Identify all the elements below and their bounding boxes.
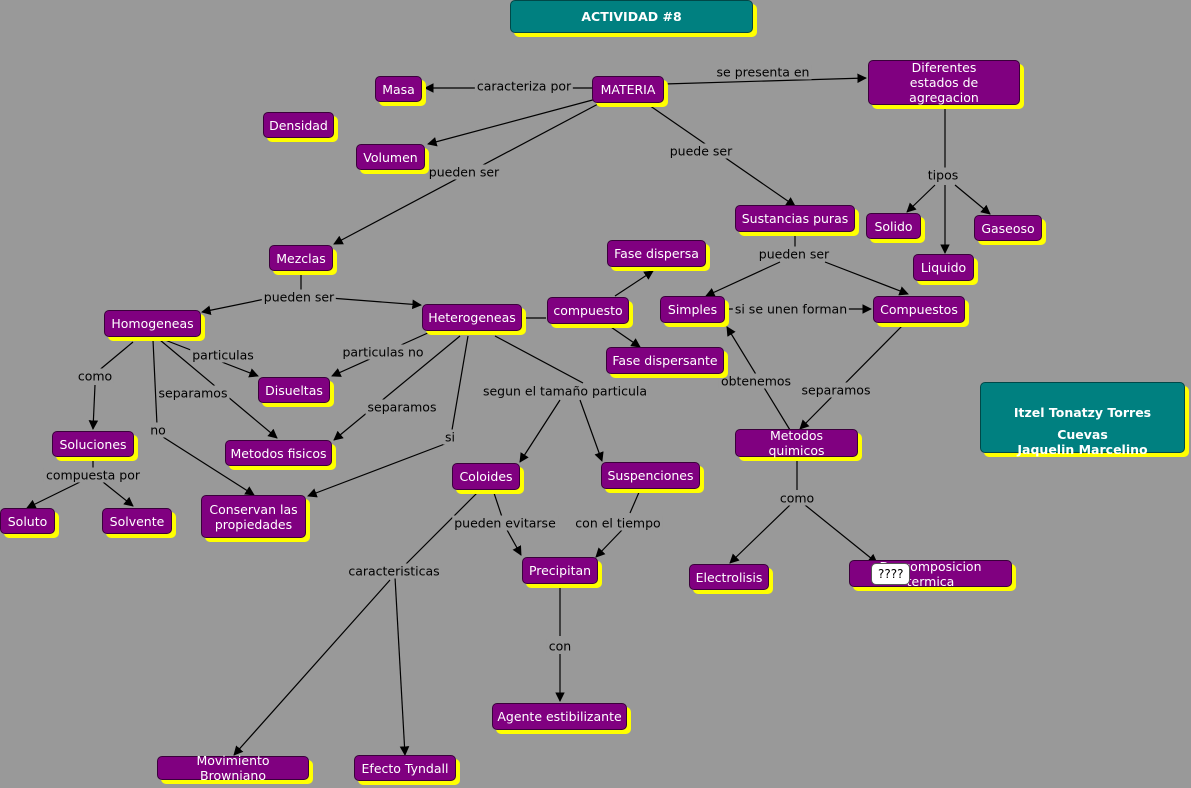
concept-estados-de-agregacion[interactable]: Diferentes estados de agregacion (868, 60, 1020, 105)
concept-precipitan[interactable]: Precipitan (522, 557, 598, 584)
concept-disueltas[interactable]: Disueltas (258, 377, 330, 403)
link-label-pueden-evitarse: pueden evitarse (452, 515, 558, 531)
link-label-como-quimicos: como (777, 490, 817, 506)
link-label-separamos-heterogeneas: separamos (365, 399, 439, 415)
concept-solvente[interactable]: Solvente (102, 508, 172, 534)
link-label-no: no (148, 422, 168, 438)
author-2: Jaquelin Marcelino (1017, 442, 1148, 457)
link-label-como: como (75, 368, 115, 384)
link-label-obtenemos: obtenemos (718, 373, 794, 389)
concept-suspenciones[interactable]: Suspenciones (601, 462, 700, 489)
concept-sustancias-puras[interactable]: Sustancias puras (735, 205, 855, 232)
concept-materia[interactable]: MATERIA (592, 76, 664, 103)
concept-fase-dispersa[interactable]: Fase dispersa (607, 240, 706, 267)
concept-metodos-quimicos[interactable]: Metodos quimicos (735, 428, 858, 458)
concept-heterogeneas[interactable]: Heterogeneas (422, 304, 522, 331)
concept-mezclas[interactable]: Mezclas (269, 245, 333, 271)
concept-conservan-las-propiedades[interactable]: Conservan las propiedades (201, 495, 306, 538)
concept-metodos-fisicos[interactable]: Metodos fisicos (225, 440, 332, 466)
link-label-puede-ser: puede ser (667, 143, 735, 159)
page-title: ACTIVIDAD #8 (510, 0, 753, 33)
link-label-caracteristicas: caracteristicas (346, 563, 442, 579)
link-label-tipos: tipos (925, 167, 961, 183)
authors-box: Itzel Tonatzy Torres Cuevas Jaquelin Mar… (980, 382, 1185, 457)
link-label-se-presenta-en: se presenta en (714, 64, 812, 80)
link-label-si-se-unen-forman: si se unen forman (732, 301, 850, 317)
concept-solido[interactable]: Solido (866, 213, 921, 239)
concept-soluto[interactable]: Soluto (0, 508, 55, 534)
concept-movimiento-browniano[interactable]: Movimiento Browniano (157, 753, 309, 783)
link-label-caracteriza-por: caracteriza por (474, 78, 574, 94)
concept-efecto-tyndall[interactable]: Efecto Tyndall (354, 755, 456, 781)
link-label-pueden-ser-sustancias: pueden ser (756, 246, 832, 262)
link-label-si: si (443, 429, 457, 445)
link-label-pueden-ser-mezclas: pueden ser (261, 289, 337, 305)
concept-simples[interactable]: Simples (660, 296, 725, 323)
annotation-tooltip[interactable]: ???? (871, 563, 911, 585)
concept-compuesto[interactable]: compuesto (547, 297, 629, 324)
concept-electrolisis[interactable]: Electrolisis (689, 564, 769, 590)
link-label-particulas: particulas (190, 347, 256, 363)
link-label-particulas-no: particulas no (340, 344, 426, 360)
link-label-segun-el-tamano: segun el tamaño particula (480, 383, 650, 399)
author-1: Itzel Tonatzy Torres Cuevas (1013, 405, 1152, 442)
concept-agente-estibilizante[interactable]: Agente estibilizante (492, 703, 627, 730)
concept-homogeneas[interactable]: Homogeneas (104, 310, 201, 337)
concept-gaseoso[interactable]: Gaseoso (974, 215, 1042, 241)
link-label-con: con (546, 638, 574, 654)
concept-soluciones[interactable]: Soluciones (52, 431, 134, 457)
concept-liquido[interactable]: Liquido (913, 254, 974, 281)
link-label-separamos-quimicos: separamos (799, 382, 873, 398)
concept-masa[interactable]: Masa (375, 76, 422, 102)
link-label-compuesta-por: compuesta por (43, 467, 143, 483)
link-label-pueden-ser-materia: pueden ser (426, 164, 502, 180)
link-label-con-el-tiempo: con el tiempo (573, 515, 663, 531)
concept-volumen[interactable]: Volumen (356, 144, 425, 170)
concept-densidad[interactable]: Densidad (263, 112, 334, 138)
link-label-separamos-homogeneas: separamos (156, 385, 230, 401)
concept-fase-dispersante[interactable]: Fase dispersante (606, 347, 724, 374)
concept-compuestos[interactable]: Compuestos (873, 296, 965, 323)
concept-coloides[interactable]: Coloides (452, 463, 520, 490)
